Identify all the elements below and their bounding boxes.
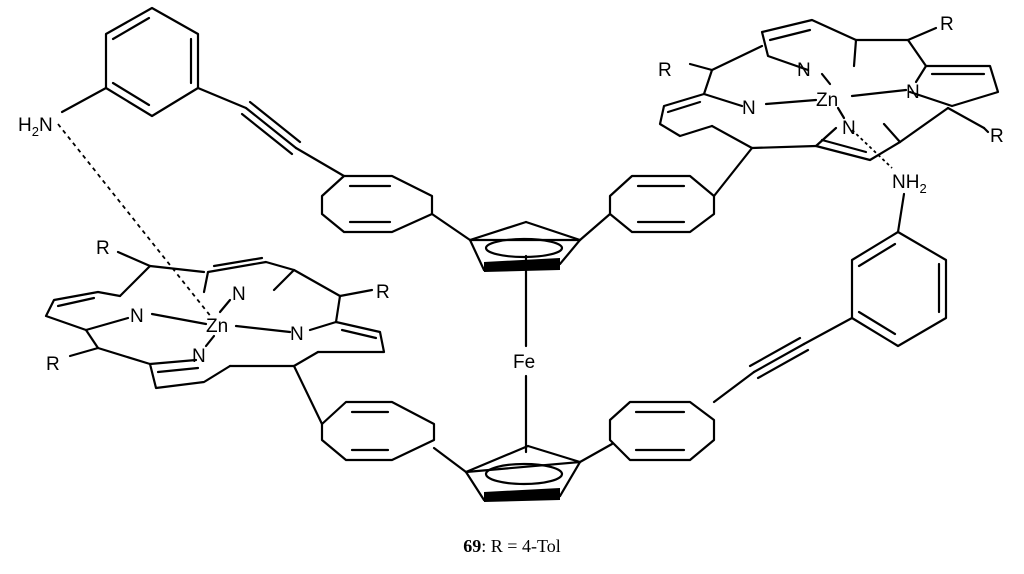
porphyrin-lower-n-left: N <box>130 306 144 327</box>
compound-definition: : R = 4-Tol <box>481 536 561 556</box>
alkyne-upper-left <box>196 86 346 178</box>
bond-phenylene-porphyrin-right <box>712 146 754 198</box>
porphyrin-upper-zinc: Zn <box>816 90 838 111</box>
lower-right-phenylene <box>608 400 716 462</box>
compound-number: 69 <box>463 536 482 556</box>
upper-right-porphyrin <box>658 18 1000 162</box>
bond-phenylene-cp-lower-left <box>432 446 468 474</box>
porphyrin-lower-r-right: R <box>376 282 390 303</box>
porphyrin-upper-n-bottom: N <box>842 118 856 139</box>
amine-label-left: H2N <box>18 115 53 139</box>
lower-left-phenylene <box>320 400 436 462</box>
alkyne-lower-right <box>712 316 854 404</box>
iron-label: Fe <box>513 352 535 373</box>
porphyrin-lower-r-top: R <box>96 238 110 259</box>
porphyrin-upper-r-top: R <box>940 14 954 35</box>
porphyrin-upper-r-right: R <box>990 126 1004 147</box>
porphyrin-upper-r-left: R <box>658 60 672 81</box>
porphyrin-upper-n-top: N <box>797 60 811 81</box>
upper-left-aniline-ring <box>104 6 200 118</box>
figure-caption: 69: R = 4-Tol <box>0 536 1024 557</box>
upper-right-phenylene <box>608 174 716 234</box>
amine-bond-right <box>896 192 906 234</box>
bond-phenylene-cp-upper-left <box>430 212 472 242</box>
right-aniline-ring <box>850 230 948 348</box>
porphyrin-lower-n-top: N <box>232 284 246 305</box>
porphyrin-lower-n-right: N <box>290 324 304 345</box>
lower-left-porphyrin <box>44 250 386 390</box>
lower-cp-ring <box>464 444 583 502</box>
upper-left-phenylene <box>320 174 434 234</box>
amine-label-right: NH2 <box>892 172 927 196</box>
upper-cp-ring <box>468 220 583 272</box>
porphyrin-lower-zinc: Zn <box>206 316 228 337</box>
porphyrin-lower-n-bottom: N <box>192 346 206 367</box>
porphyrin-upper-n-right: N <box>906 82 920 103</box>
bond-phenylene-porphyrin-left <box>292 364 324 426</box>
bond-phenylene-cp-lower-right <box>578 442 614 464</box>
bond-phenylene-cp-upper-right <box>578 212 612 242</box>
amine-bond-left <box>60 86 108 114</box>
coordination-bond-left <box>57 123 213 319</box>
porphyrin-lower-r-left: R <box>46 354 60 375</box>
porphyrin-upper-n-left: N <box>742 98 756 119</box>
